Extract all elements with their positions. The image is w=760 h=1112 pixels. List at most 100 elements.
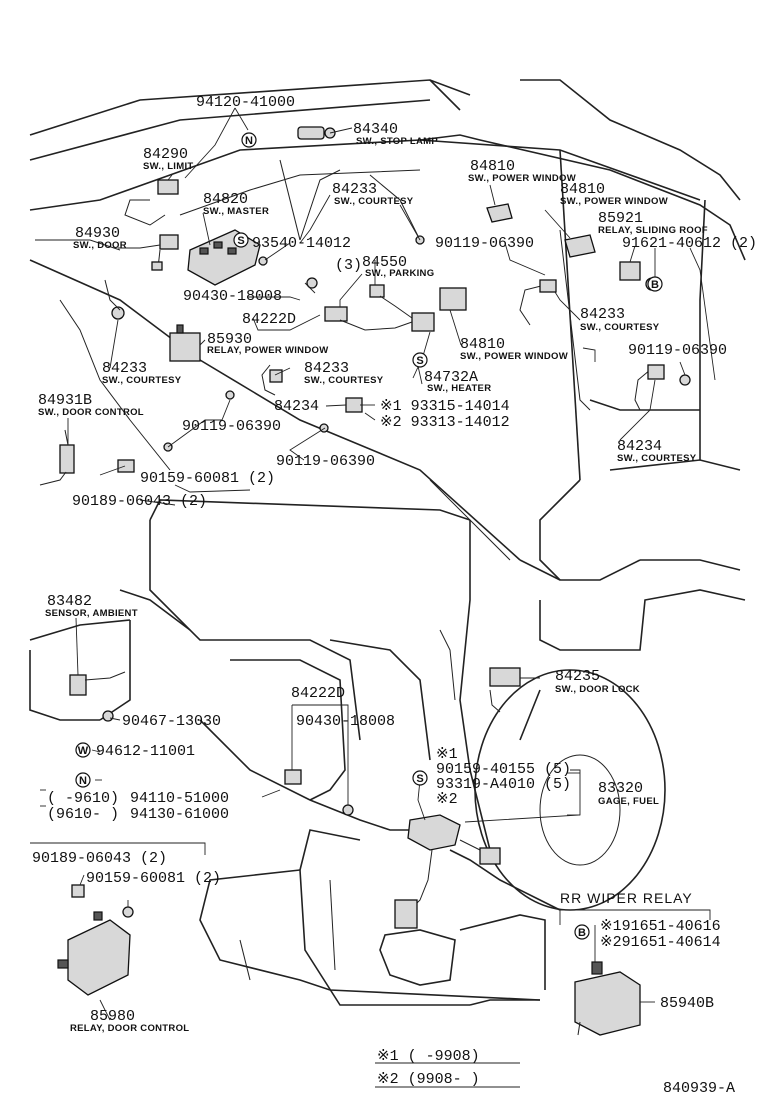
rr-wiper-relay-title: RR WIPER RELAY [560, 890, 693, 906]
label-84930-desc: SW., DOOR [73, 240, 127, 251]
label-84810-a: 84810 [470, 158, 515, 175]
label-84810-b: 84810 [560, 181, 605, 198]
s-symbol-gage: S [412, 770, 428, 786]
label-84233-a-desc: SW., COURTESY [334, 196, 414, 207]
label-94110-range: ( -9610) [47, 790, 119, 807]
label-90159-60081-c: 90159-60081 (2) [86, 870, 221, 887]
label-84233-c-desc: SW., COURTESY [102, 375, 182, 386]
label-84810-a-desc: SW., POWER WINDOW [468, 173, 576, 184]
label-83320: 83320 [598, 780, 643, 797]
bracket-marks [40, 772, 580, 816]
label-85980: 85980 [90, 1008, 135, 1025]
label-84810-b-desc: SW., POWER WINDOW [560, 196, 668, 207]
label-84290: 84290 [143, 146, 188, 163]
n-symbol-lower: N [75, 772, 91, 788]
label-star2-gage: ※2 [436, 791, 458, 808]
label-93540-14012: 93540-14012 [252, 235, 351, 252]
n-symbol-top: N [241, 132, 257, 148]
label-84233-b: 84233 [580, 306, 625, 323]
label-3: (3) [335, 257, 362, 274]
label-94120-41000: 94120-41000 [196, 94, 295, 111]
label-84931B-desc: SW., DOOR CONTROL [38, 407, 144, 418]
label-90159-60081-a: 90159-60081 (2) [140, 470, 275, 487]
label-84550-desc: SW., PARKING [365, 268, 434, 279]
label-84233-c: 84233 [102, 360, 147, 377]
label-94612-11001: 94612-11001 [96, 743, 195, 760]
svg-text:S: S [237, 235, 244, 247]
label-84233-d-desc: SW., COURTESY [304, 375, 384, 386]
svg-text:B: B [578, 927, 586, 939]
label-83482-desc: SENSOR, AMBIENT [45, 608, 138, 619]
label-84290-desc: SW., LIMIT [143, 161, 194, 172]
label-85921-desc: RELAY, SLIDING ROOF [598, 225, 708, 236]
label-90119-06390-d: 90119-06390 [276, 453, 375, 470]
label-84820: 84820 [203, 191, 248, 208]
symbol-badges: N S S B W N S B [75, 132, 663, 940]
upper-vehicle-body [29, 79, 746, 651]
label-84810-c: 84810 [460, 336, 505, 353]
label-84233-d: 84233 [304, 360, 349, 377]
label-84732A-desc: SW., HEATER [427, 383, 491, 394]
label-90430-18008-a: 90430-18008 [183, 288, 282, 305]
label-84234-a: 84234 [274, 398, 319, 415]
label-85980-desc: RELAY, DOOR CONTROL [70, 1023, 189, 1034]
label-85940B: 85940B [660, 995, 714, 1012]
svg-text:B: B [651, 279, 659, 291]
label-93319-A4010: 93319-A4010 (5) [436, 776, 571, 793]
label-94130-61000: 94130-61000 [130, 806, 229, 823]
w-symbol: W [75, 742, 91, 758]
part-graphics [39, 126, 691, 1036]
label-90119-06390-b: 90119-06390 [628, 342, 727, 359]
part-labels: 94120-41000 84340 SW., STOP LAMP 84290 S… [32, 94, 757, 1097]
footnote-1: ※1 ( -9908) [377, 1048, 480, 1065]
label-90119-06390-c: 90119-06390 [182, 418, 281, 435]
label-90159-40155: 90159-40155 (5) [436, 761, 571, 778]
svg-text:W: W [78, 745, 89, 757]
label-84340-desc: SW., STOP LAMP [356, 136, 438, 147]
label-90467-13030: 90467-13030 [122, 713, 221, 730]
label-84930: 84930 [75, 225, 120, 242]
label-84931B: 84931B [38, 392, 92, 409]
label-91621-40612: 91621-40612 (2) [622, 235, 757, 252]
s-symbol-parking: S [412, 352, 428, 368]
svg-text:S: S [416, 355, 423, 367]
svg-text:N: N [245, 135, 253, 147]
label-84820-desc: SW., MASTER [203, 206, 269, 217]
svg-text:S: S [416, 773, 423, 785]
footnote-2: ※2 (9908- ) [377, 1071, 480, 1088]
b-symbol-roof: B [647, 276, 663, 292]
label-85921: 85921 [598, 210, 643, 227]
label-83482: 83482 [47, 593, 92, 610]
label-84235: 84235 [555, 668, 600, 685]
label-84340: 84340 [353, 121, 398, 138]
svg-text:N: N [79, 775, 87, 787]
label-85930-desc: RELAY, POWER WINDOW [207, 345, 328, 356]
label-star1-gage: ※1 [436, 746, 458, 763]
leader-lines [30, 107, 716, 1088]
s-symbol-master: S [233, 232, 249, 248]
label-84234-b-desc: SW., COURTESY [617, 453, 697, 464]
label-83320-desc: GAGE, FUEL [598, 796, 659, 807]
label-84222D-a: 84222D [242, 311, 296, 328]
label-291651-40614: ※291651-40614 [600, 934, 721, 951]
label-84234-b: 84234 [617, 438, 662, 455]
label-84732A: 84732A [424, 369, 478, 386]
label-90430-18008-b: 90430-18008 [296, 713, 395, 730]
label-84810-c-desc: SW., POWER WINDOW [460, 351, 568, 362]
label-85930: 85930 [207, 331, 252, 348]
label-90189-06043-b: 90189-06043 (2) [32, 850, 167, 867]
label-84550: 84550 [362, 254, 407, 271]
figure-code: 840939-A [663, 1080, 735, 1097]
label-90189-06043-a: 90189-06043 (2) [72, 493, 207, 510]
label-84233-a: 84233 [332, 181, 377, 198]
label-84233-b-desc: SW., COURTESY [580, 322, 660, 333]
label-94110-51000: 94110-51000 [130, 790, 229, 807]
label-84222D-b: 84222D [291, 685, 345, 702]
label-191651-40616: ※191651-40616 [600, 918, 721, 935]
label-93313-14012: ※2 93313-14012 [380, 414, 510, 431]
label-84235-desc: SW., DOOR LOCK [555, 684, 640, 695]
label-94130-range: (9610- ) [47, 806, 119, 823]
label-93315-14014: ※1 93315-14014 [380, 398, 510, 415]
label-90119-06390-a: 90119-06390 [435, 235, 534, 252]
